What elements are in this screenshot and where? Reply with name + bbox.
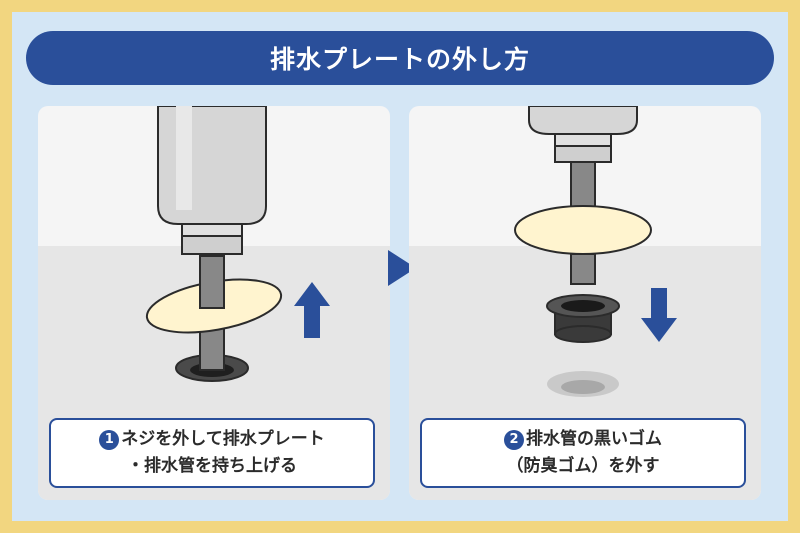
- pipe-upper: [570, 161, 596, 209]
- arrow-up-icon: [294, 282, 330, 338]
- odor-rubber: [546, 294, 620, 343]
- step2-caption-line1: 2 排水管の黒いゴム: [504, 426, 662, 453]
- drain-hole-faded-inner: [561, 380, 605, 394]
- step1-number-badge: 1: [99, 429, 120, 450]
- faucet-highlight: [176, 106, 192, 210]
- faucet-body: [157, 106, 267, 225]
- drain-plate: [514, 205, 652, 255]
- page-title: 排水プレートの外し方: [269, 45, 530, 74]
- step1-caption: 1 ネジを外して排水プレート ・排水管を持ち上げる: [49, 418, 375, 488]
- title-banner: 排水プレートの外し方: [26, 31, 774, 85]
- arrow-down-icon: [641, 288, 677, 342]
- nut-bottom: [554, 145, 612, 163]
- faucet-body: [528, 106, 638, 135]
- arrow-right-icon: [388, 250, 416, 286]
- step1-panel: 1 ネジを外して排水プレート ・排水管を持ち上げる: [38, 106, 390, 500]
- nut-top: [554, 133, 612, 147]
- step1-caption-line2: ・排水管を持ち上げる: [127, 453, 297, 480]
- step1-caption-line1: 1 ネジを外して排水プレート: [99, 426, 325, 453]
- step2-text-line2: （防臭ゴム）を外す: [506, 456, 660, 476]
- step1-illustration: [38, 106, 390, 500]
- step2-panel: 2 排水管の黒いゴム （防臭ゴム）を外す: [409, 106, 761, 500]
- step2-caption-line2: （防臭ゴム）を外す: [507, 453, 660, 480]
- step1-text-line1: ネジを外して排水プレート: [121, 429, 325, 449]
- pipe-through-plate: [199, 255, 225, 309]
- step1-text-line2: ・排水管を持ち上げる: [127, 456, 297, 476]
- step2-number-badge: 2: [504, 429, 524, 450]
- step2-text-line1: 排水管の黒いゴム: [526, 429, 662, 449]
- pipe-lower: [570, 253, 596, 285]
- step2-caption: 2 排水管の黒いゴム （防臭ゴム）を外す: [420, 418, 746, 488]
- nut-bottom: [181, 235, 243, 255]
